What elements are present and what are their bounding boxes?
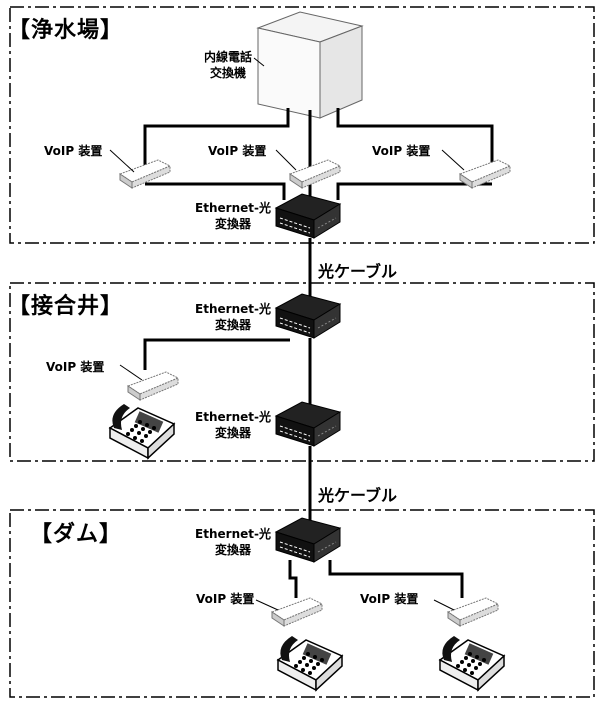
converter-label-junction-upper-line1: Ethernet-光 — [195, 302, 271, 316]
dam-wiring — [288, 560, 464, 598]
fiber-cable-label-1: 光ケーブル — [318, 262, 398, 281]
phone-dam-left — [277, 635, 343, 691]
converter-label-water-plant-line2: 変換器 — [214, 217, 251, 231]
converter-water-plant — [275, 193, 341, 239]
pbx-label-line1: 内線電話 — [203, 50, 252, 64]
voip-label-center: VoIP 装置 — [208, 144, 267, 158]
zone-frame-dam — [9, 509, 595, 698]
voip-label-junction: VoIP 装置 — [46, 360, 105, 374]
converter-dam — [275, 517, 341, 563]
leader-lines — [109, 57, 465, 611]
converter-junction-lower — [275, 401, 341, 447]
zone-title-junction-well: 【接合井】 — [8, 294, 124, 319]
phone-dam-right — [439, 635, 505, 691]
zone-title-water-plant: 【浄水場】 — [8, 18, 124, 43]
voip-label-dam-right: VoIP 装置 — [360, 592, 419, 606]
pbx-label-line2: 交換機 — [209, 66, 246, 80]
converter-label-dam-line2: 変換器 — [214, 543, 251, 557]
voip-device-center — [289, 159, 341, 189]
voip-label-right: VoIP 装置 — [372, 144, 431, 158]
junction-voip-wire — [143, 338, 290, 370]
converter-label-junction-lower-line2: 変換器 — [214, 426, 251, 440]
voip-label-dam-left: VoIP 装置 — [196, 592, 255, 606]
zone-frame-water-plant — [9, 6, 595, 244]
voip-label-left: VoIP 装置 — [44, 144, 103, 158]
converter-label-water-plant-line1: Ethernet-光 — [195, 201, 271, 215]
converter-label-dam-line1: Ethernet-光 — [195, 527, 271, 541]
zone-frame-junction-well — [9, 282, 595, 462]
zone-title-dam: 【ダム】 — [30, 522, 123, 547]
voip-device-junction — [127, 371, 179, 401]
converter-label-junction-upper-line2: 変換器 — [214, 318, 251, 332]
water-plant-wiring — [143, 108, 494, 200]
converter-junction-upper — [275, 293, 341, 339]
voip-device-dam-right — [447, 597, 499, 627]
converter-label-junction-lower-line1: Ethernet-光 — [195, 410, 271, 424]
fiber-cable-label-2: 光ケーブル — [318, 486, 398, 505]
pbx-exchange — [256, 11, 364, 119]
voip-device-dam-left — [271, 597, 323, 627]
phone-junction — [109, 403, 175, 459]
